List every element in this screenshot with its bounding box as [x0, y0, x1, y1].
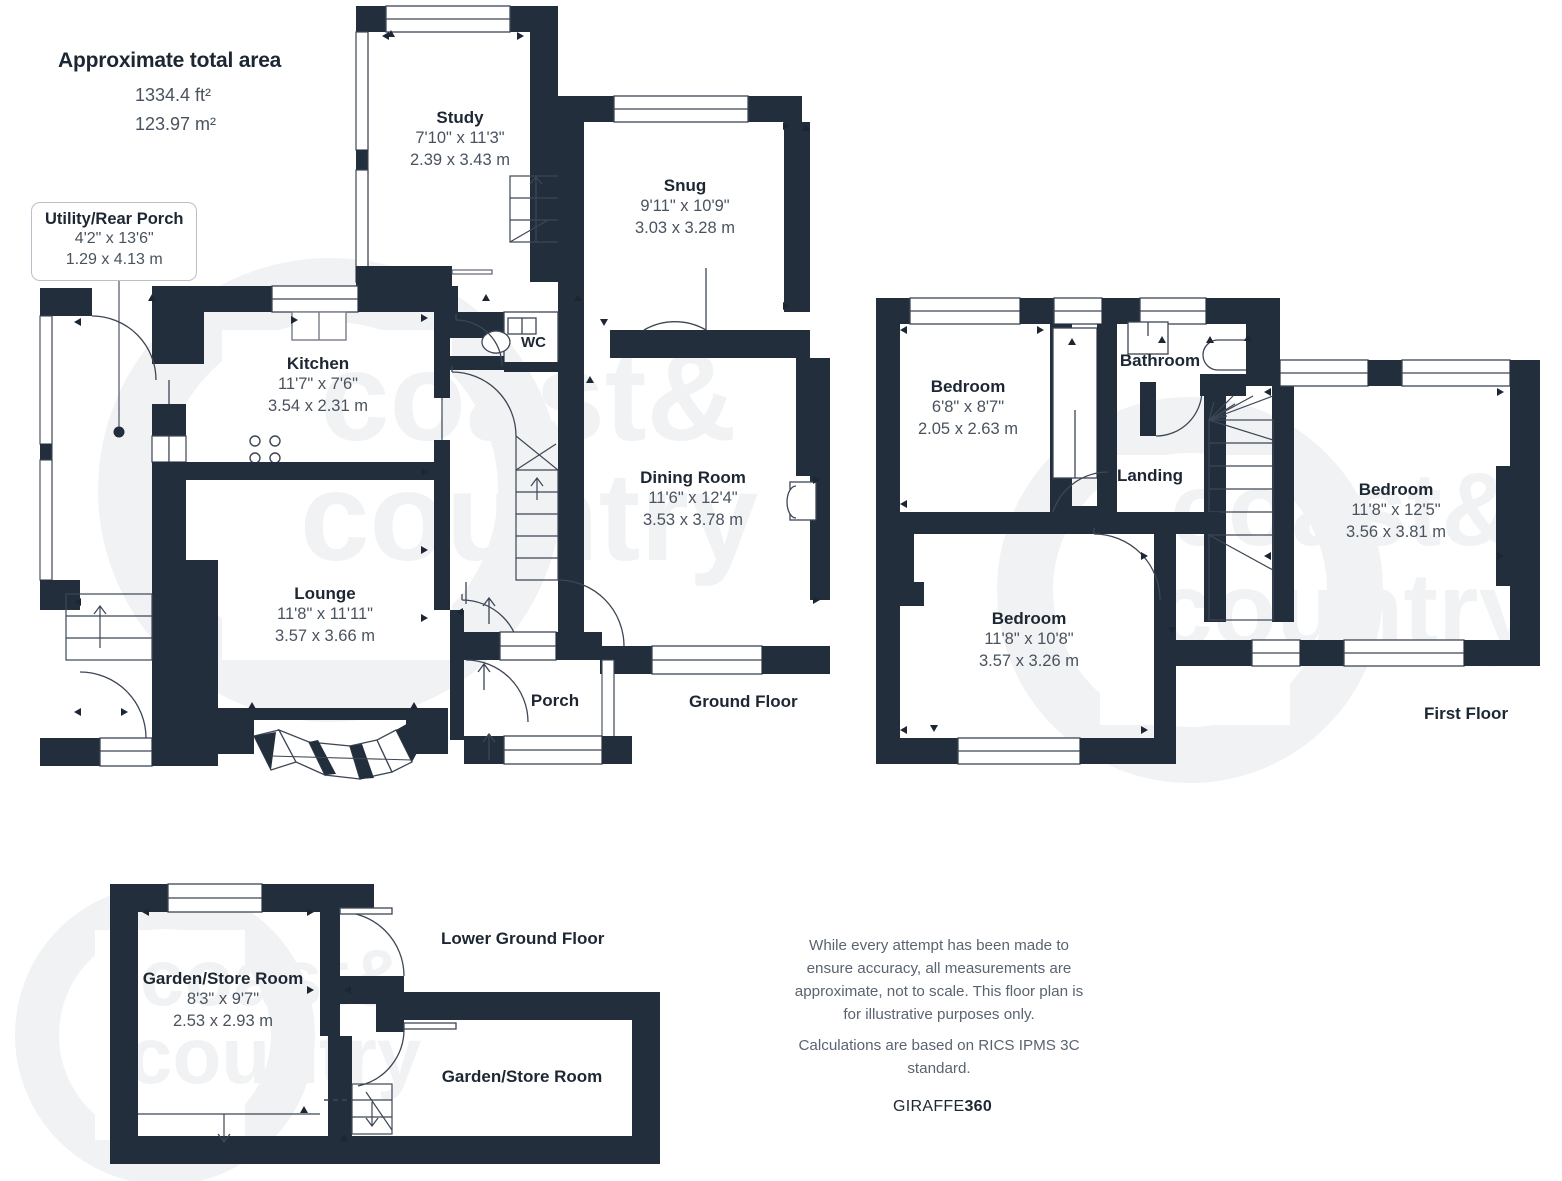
room-label-bedroom-second: Bedroom 11'8" x 10'8" 3.57 x 3.26 m [940, 609, 1118, 673]
svg-text:coast&: coast& [1170, 452, 1517, 568]
room-imperial: 6'8" x 8'7" [931, 398, 1005, 416]
room-metric: 3.57 x 3.66 m [275, 626, 375, 645]
room-label-garden-store-1: Garden/Store Room 8'3" x 9'7" 2.53 x 2.9… [128, 969, 318, 1033]
first-floor-plan [876, 297, 1540, 765]
room-name: Bedroom [1358, 480, 1434, 499]
room-label-kitchen: Kitchen 11'7" x 7'6" 3.54 x 2.31 m [228, 354, 408, 418]
room-imperial: 11'7" x 7'6" [277, 375, 359, 393]
room-metric: 3.03 x 3.28 m [635, 218, 735, 237]
callout-utility-rear-porch: Utility/Rear Porch 4'2" x 13'6" 1.29 x 4… [31, 202, 198, 281]
room-name: Bedroom [991, 609, 1067, 628]
room-imperial: 11'8" x 10'8" [984, 630, 1074, 648]
room-imperial: 8'3" x 9'7" [186, 990, 260, 1008]
room-label-bathroom: Bathroom [1119, 351, 1201, 370]
disclaimer-rics: Calculations are based on RICS IPMS 3C s… [798, 1037, 1080, 1078]
room-name: Dining Room [640, 468, 746, 487]
room-label-landing: Landing [1116, 466, 1184, 485]
room-name: Lounge [294, 584, 356, 603]
page-title: Approximate total area [58, 49, 282, 72]
ground-floor-plan [39, 5, 830, 780]
floor-label-ground: Ground Floor [689, 692, 798, 711]
lower-ground-floor-plan [110, 883, 660, 1164]
room-metric: 3.54 x 2.31 m [268, 396, 368, 415]
svg-text:country: country [128, 1011, 422, 1100]
room-metric: 3.57 x 3.26 m [979, 651, 1079, 670]
watermark-lower: coast& country [15, 885, 422, 1181]
room-label-dining-room: Dining Room 11'6" x 12'4" 3.53 x 3.78 m [598, 468, 788, 532]
floor-label-lower-ground: Lower Ground Floor [441, 929, 605, 948]
room-name: Snug [663, 176, 707, 195]
total-area-sqm: 123.97 m² [135, 114, 217, 134]
room-metric: 3.56 x 3.81 m [1346, 522, 1446, 541]
callout-room-imperial: 4'2" x 13'6" [74, 230, 154, 247]
room-label-wc: WC [521, 334, 546, 351]
room-metric: 2.39 x 3.43 m [410, 150, 510, 169]
room-label-bedroom-main: Bedroom 11'8" x 12'5" 3.56 x 3.81 m [1308, 480, 1484, 544]
room-imperial: 11'8" x 12'5" [1351, 501, 1441, 519]
room-label-garden-store-2: Garden/Store Room [441, 1067, 603, 1086]
room-imperial: 11'8" x 11'11" [277, 605, 373, 623]
callout-room-metric: 1.29 x 4.13 m [65, 250, 163, 268]
room-metric: 2.05 x 2.63 m [918, 419, 1018, 438]
floor-label-first: First Floor [1424, 704, 1509, 723]
room-label-snug: Snug 9'11" x 10'9" 3.03 x 3.28 m [600, 176, 770, 240]
room-name: Study [436, 108, 484, 127]
room-imperial: 7'10" x 11'3" [415, 129, 505, 147]
room-metric: 3.53 x 3.78 m [643, 510, 743, 529]
room-label-bedroom-small: Bedroom 6'8" x 8'7" 2.05 x 2.63 m [880, 377, 1056, 441]
room-label-porch: Porch [530, 691, 580, 710]
room-name: Bedroom [930, 377, 1006, 396]
brand-name: GIRAFFE [893, 1098, 965, 1115]
room-label-lounge: Lounge 11'8" x 11'11" 3.57 x 3.66 m [236, 584, 414, 648]
room-label-study: Study 7'10" x 11'3" 2.39 x 3.43 m [375, 108, 545, 172]
room-metric: 2.53 x 2.93 m [173, 1011, 273, 1030]
giraffe360-logo: GIRAFFE360 [893, 1098, 992, 1116]
room-name: Kitchen [286, 354, 350, 373]
disclaimer-accuracy: While every attempt has been made to ens… [794, 937, 1084, 1024]
room-imperial: 9'11" x 10'9" [640, 197, 730, 215]
callout-room-name: Utility/Rear Porch [45, 210, 184, 228]
room-imperial: 11'6" x 12'4" [648, 489, 738, 507]
brand-suffix: 360 [964, 1098, 993, 1115]
total-area-sqft: 1334.4 ft² [135, 85, 212, 105]
room-name: Garden/Store Room [142, 969, 304, 988]
